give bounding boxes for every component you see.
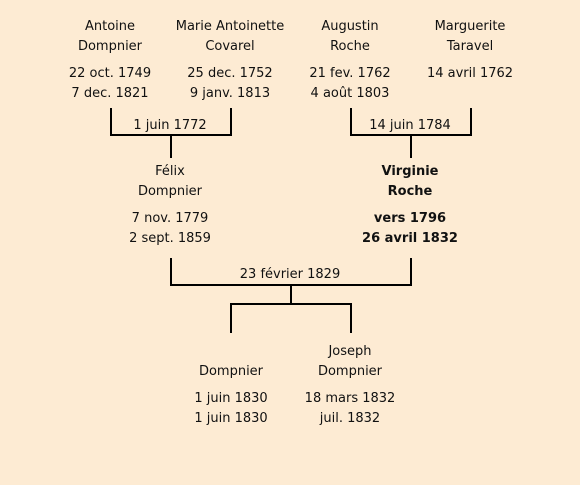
connector-line (350, 304, 352, 333)
person-first-name: Félix (155, 164, 185, 179)
person-first-name (176, 342, 286, 362)
connector-line (170, 136, 172, 158)
person-first-name: Antoine (84, 19, 136, 34)
person-last-name: Dompnier (317, 364, 383, 379)
person-first-name: Marguerite (434, 19, 506, 34)
person-first-name: Marie Antoinette (175, 19, 285, 34)
person-death-date: 7 dec. 1821 (71, 86, 149, 101)
person-last-name: Roche (387, 184, 433, 199)
person-birth-date: 18 mars 1832 (304, 391, 396, 406)
person-first-name: Joseph (328, 344, 372, 359)
person-augustin-roche: Augustin Roche 21 fev. 1762 4 août 1803 (300, 17, 400, 104)
connector-line (230, 303, 352, 305)
person-antoine-dompnier: Antoine Dompnier 22 oct. 1749 7 dec. 182… (60, 17, 160, 104)
person-child-dompnier: Dompnier 1 juin 1830 1 juin 1830 (176, 342, 286, 429)
person-first-name: Virginie (381, 164, 439, 179)
person-birth-date: 25 dec. 1752 (187, 66, 273, 81)
person-first-name: Augustin (321, 19, 379, 34)
person-death-date: juil. 1832 (319, 411, 381, 426)
person-death-date: 2 sept. 1859 (129, 231, 211, 246)
person-birth-date: 14 avril 1762 (426, 66, 514, 81)
connector-line (110, 108, 112, 136)
marriage-date-augustin-marguerite: 14 juin 1784 (369, 118, 451, 133)
person-felix-dompnier: Félix Dompnier 7 nov. 1779 2 sept. 1859 (110, 162, 230, 249)
connector-line (290, 286, 292, 304)
person-last-name: Dompnier (77, 39, 143, 54)
connector-line (350, 134, 472, 136)
connector-line (230, 304, 232, 333)
person-birth-date: 22 oct. 1749 (68, 66, 152, 81)
connector-line (230, 108, 232, 136)
connector-line (410, 258, 412, 286)
person-death-date: 4 août 1803 (310, 86, 390, 101)
person-death-date: 26 avril 1832 (362, 231, 458, 246)
person-last-name: Roche (330, 39, 370, 54)
person-joseph-dompnier: Joseph Dompnier 18 mars 1832 juil. 1832 (295, 342, 405, 429)
connector-line (470, 108, 472, 136)
person-birth-date: 7 nov. 1779 (131, 211, 209, 226)
person-marguerite-taravel: Marguerite Taravel 14 avril 1762 (415, 17, 525, 104)
person-death-date (415, 84, 525, 104)
marriage-date-felix-virginie: 23 février 1829 (239, 267, 341, 282)
connector-line (170, 258, 172, 286)
person-death-date: 9 janv. 1813 (189, 86, 271, 101)
connector-line (350, 108, 352, 136)
person-last-name: Dompnier (198, 364, 264, 379)
person-birth-date: 21 fev. 1762 (309, 66, 391, 81)
person-last-name: Dompnier (137, 184, 203, 199)
person-birth-date: 1 juin 1830 (194, 391, 268, 406)
connector-line (170, 284, 412, 286)
person-last-name: Taravel (446, 39, 494, 54)
marriage-date-antoine-marie: 1 juin 1772 (133, 118, 207, 133)
connector-line (110, 134, 232, 136)
person-birth-date: vers 1796 (373, 211, 447, 226)
person-marie-antoinette-covarel: Marie Antoinette Covarel 25 dec. 1752 9 … (170, 17, 290, 104)
person-virginie-roche: Virginie Roche vers 1796 26 avril 1832 (350, 162, 470, 249)
person-death-date: 1 juin 1830 (194, 411, 268, 426)
person-last-name: Covarel (205, 39, 255, 54)
connector-line (410, 136, 412, 158)
